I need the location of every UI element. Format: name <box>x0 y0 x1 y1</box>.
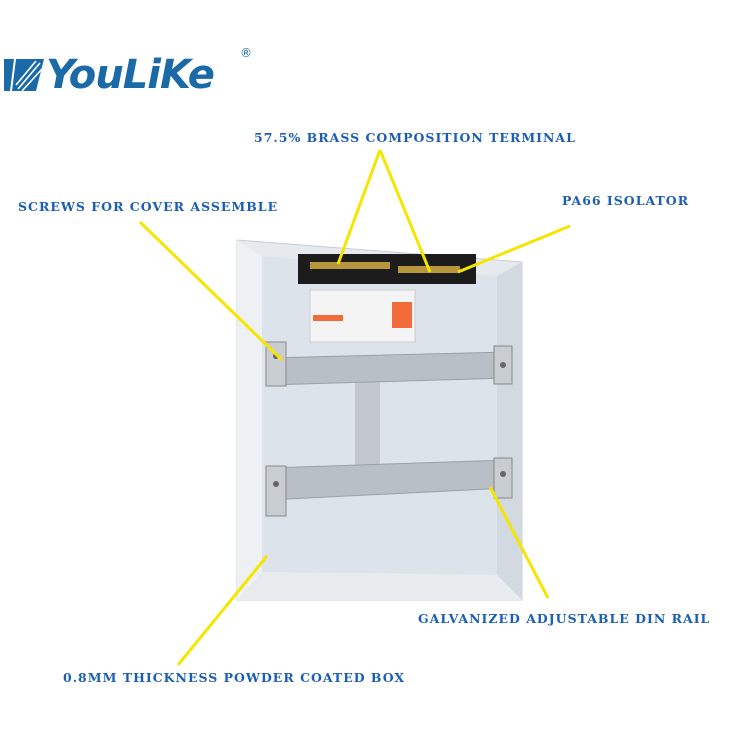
label-din-rail: galvanized adjustable din rail <box>418 611 711 626</box>
registered-mark: ® <box>240 46 252 60</box>
box-right-wall <box>497 262 522 600</box>
label-brass-terminal: 57.5% brass composition terminal <box>254 130 576 145</box>
box-bottom-wall <box>237 572 522 600</box>
screw-icon <box>500 471 506 477</box>
label-pa66-isolator: PA66 isolator <box>562 193 690 208</box>
box-left-wall <box>237 240 262 600</box>
center-rail <box>355 380 380 472</box>
label-powder-coated-box: 0.8mm thickness powder coated box <box>63 670 406 685</box>
brass-terminal-left <box>310 262 390 269</box>
rail-bracket <box>265 465 287 517</box>
leader-lines <box>138 149 571 666</box>
screw-icon <box>273 481 279 487</box>
brand-logo: YouLiKe <box>2 52 215 98</box>
logo-mark-icon <box>4 59 44 92</box>
label-screws: screws for cover assemble <box>18 199 279 214</box>
brand-name: YouLiKe <box>46 52 215 98</box>
rail-bracket <box>493 457 513 499</box>
rail-bracket <box>265 341 287 387</box>
screw-icon <box>500 362 506 368</box>
